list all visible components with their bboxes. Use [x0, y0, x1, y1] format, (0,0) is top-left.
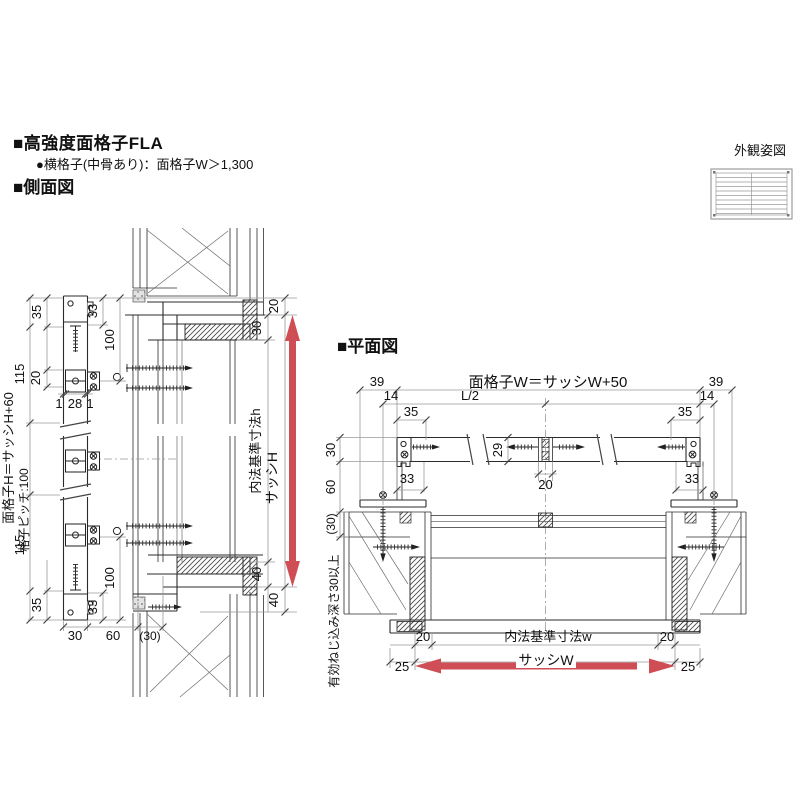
dim-14-left: 14 — [384, 388, 398, 403]
dim-115-top: 115 — [12, 364, 27, 385]
dim-60-offset-plan: 60 — [323, 480, 338, 494]
plan-view-heading: ■平面図 — [337, 337, 399, 356]
sash-height-label: サッシH — [264, 452, 280, 504]
screw-depth-note: 有効ねじ込み深さ30以上 — [326, 554, 341, 687]
dim-115-bottom: 115 — [12, 535, 27, 556]
side-view-wall-section — [88, 227, 265, 698]
dim-40-below: 40 — [266, 593, 281, 607]
dim-100-bottom: 100 — [102, 567, 117, 589]
dim-40-sill: 40 — [249, 567, 264, 581]
dim-1-left: 1 — [55, 396, 62, 411]
dim-35-left: 35 — [404, 404, 418, 419]
dim-33-right-plan: 33 — [685, 471, 699, 486]
plan-view-dimensions: 39 面格子W＝サッシW+50 39 14 L/2 14 35 35 30 60… — [323, 374, 736, 688]
dim-33-top: 33 — [85, 304, 100, 318]
dim-25-right: 25 — [681, 659, 695, 674]
sash-width-label-bg — [516, 652, 576, 668]
dim-39-left: 39 — [370, 374, 384, 389]
appearance-view-heading: 外観姿図 — [734, 143, 787, 158]
plan-view-wall-section — [343, 461, 747, 634]
appearance-figure — [710, 168, 793, 220]
dim-39-right: 39 — [709, 374, 723, 389]
side-view-dimensions: 35 115 20 面格子H＝サッシH+60 格子ピッチ:100 115 35 … — [1, 294, 297, 643]
inner-height-label: 内法基準寸法h — [248, 408, 263, 493]
dim-25-left: 25 — [395, 659, 409, 674]
side-view-heading: ■側面図 — [13, 178, 75, 197]
dim-35-bottom: 35 — [29, 598, 44, 612]
page-subtitle: ●横格子(中骨あり)：面格子W＞1,300 — [36, 157, 254, 172]
dim-20-bottom-right: 20 — [660, 629, 674, 644]
dim-100-top: 100 — [102, 329, 117, 351]
dim-30-frame: (30) — [139, 629, 160, 643]
dim-30-width: 30 — [68, 628, 82, 643]
lattice-boss — [65, 369, 86, 547]
dim-20-top-right: 20 — [266, 299, 281, 313]
dim-33-left-plan: 33 — [400, 471, 414, 486]
dim-30-wall: (30) — [324, 513, 338, 534]
dim-60-offset: 60 — [106, 628, 120, 643]
dim-1-right: 1 — [86, 396, 93, 411]
frame-screw-bottom — [148, 604, 182, 610]
pitch-note: 格子ピッチ:100 — [16, 468, 31, 552]
dim-20-bracket: 20 — [28, 371, 43, 385]
dim-35-top: 35 — [29, 305, 44, 319]
grille-height-formula: 面格子H＝サッシH+60 — [1, 392, 16, 524]
page-title: ■高強度面格子FLA — [13, 134, 164, 153]
half-span-label: L/2 — [461, 388, 479, 403]
inner-width-label: 内法基準寸法w — [504, 629, 592, 644]
sash-height-arrow — [285, 315, 300, 587]
dim-20-bottom-left: 20 — [416, 629, 430, 644]
side-view-grille-bar — [59, 295, 193, 621]
sash-width-label: サッシW — [518, 652, 574, 668]
mount-bracket — [87, 371, 122, 545]
dim-20-center: 20 — [538, 477, 552, 492]
dim-28: 28 — [68, 396, 82, 411]
dim-30-depth: 30 — [323, 443, 338, 457]
dim-33-bottom: 33 — [85, 600, 100, 614]
dim-35-right: 35 — [678, 404, 692, 419]
dim-30-head: 30 — [249, 321, 264, 335]
fixing-screws — [126, 364, 193, 547]
dim-29-center: 29 — [490, 443, 505, 457]
width-formula: 面格子W＝サッシW+50 — [469, 374, 628, 391]
dim-14-right: 14 — [700, 388, 714, 403]
